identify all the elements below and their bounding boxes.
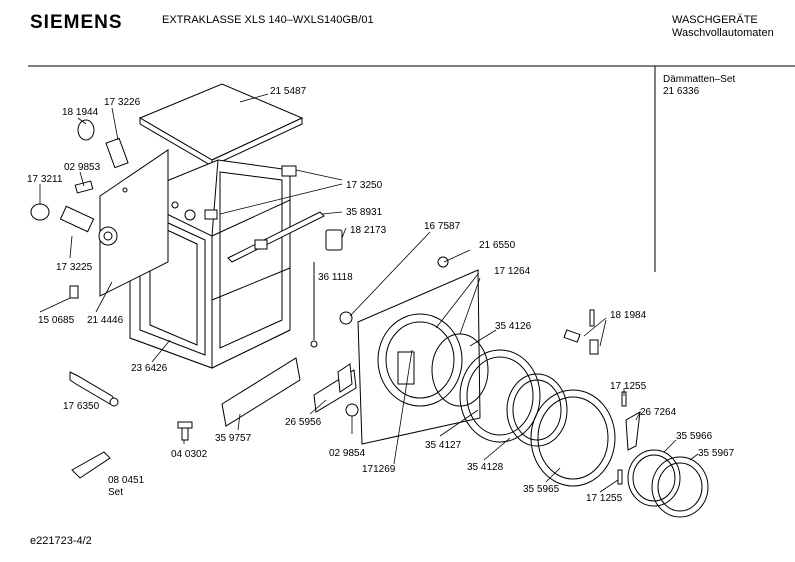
part-label: 17 1255: [610, 381, 647, 392]
part-label: 35 5967: [698, 448, 735, 459]
door-gasket: [431, 333, 709, 518]
door-lock-parts: [310, 229, 449, 417]
category-sublabel: Waschvollautomaten: [672, 27, 774, 39]
door-hinge-parts: [563, 309, 641, 485]
part-label: 35 4128: [467, 462, 504, 473]
rear-panel: [98, 149, 169, 297]
part-label: 02 9854: [329, 448, 366, 459]
part-label: 18 1984: [610, 310, 647, 321]
mounting-brackets: [204, 165, 297, 250]
part-label: 17 3226: [104, 97, 141, 108]
water-inlet-valves: [30, 119, 129, 299]
insulation-set-number: 21 6336: [663, 86, 700, 97]
part-label: 18 1944: [62, 107, 99, 118]
part-label: 21 4446: [87, 315, 124, 326]
part-label: 17 1255: [586, 493, 623, 504]
part-label: 171269: [362, 464, 396, 475]
part-label: 35 9757: [215, 433, 252, 444]
model-title: EXTRAKLASSE XLS 140–WXLS140GB/01: [162, 14, 374, 26]
part-label: 26 5956: [285, 417, 322, 428]
control-panel: [221, 357, 357, 427]
part-label: 35 4126: [495, 321, 532, 332]
part-label: 02 9853: [64, 162, 101, 173]
part-label: 21 6550: [479, 240, 516, 251]
cross-bar: [227, 211, 325, 263]
part-label: 16 7587: [424, 221, 461, 232]
part-label: 17 6350: [63, 401, 100, 412]
brand-logo: SIEMENS: [30, 12, 123, 33]
part-label: 23 6426: [131, 363, 168, 374]
part-label: 36 1118: [318, 272, 353, 283]
part-label: 04 0302: [171, 449, 208, 460]
leader-lines: [39, 93, 699, 493]
service-tools: [69, 371, 193, 479]
part-label: 21 5487: [270, 86, 307, 97]
part-label: 35 4127: [425, 440, 462, 451]
part-label: 35 8931: [346, 207, 383, 218]
part-label: 35 5966: [676, 431, 713, 442]
document-reference: e221723-4/2: [30, 535, 92, 547]
part-label: 17 3250: [346, 180, 383, 191]
part-label: 17 3211: [27, 174, 63, 185]
part-label: 08 0451: [108, 475, 145, 486]
front-panel: [357, 269, 481, 445]
part-label: 17 1264: [494, 266, 531, 277]
part-label: 35 5965: [523, 484, 560, 495]
part-label: 15 0685: [38, 315, 75, 326]
part-label: 18 2173: [350, 225, 387, 236]
part-label: 26 7264: [640, 407, 677, 418]
category-label: WASCHGERÄTE: [672, 14, 758, 26]
insulation-set-title: Dämmatten–Set: [663, 74, 736, 85]
part-label: 17 3225: [56, 262, 93, 273]
part-label: Set: [108, 487, 124, 498]
